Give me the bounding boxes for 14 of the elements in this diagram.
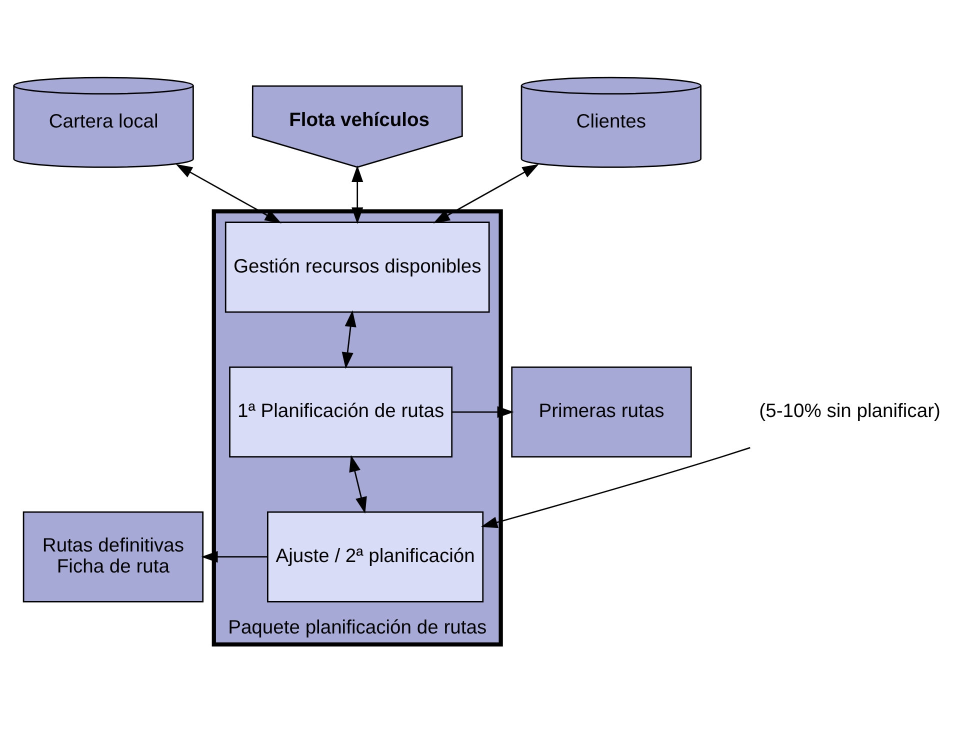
node-box: Gestión recursos disponibles xyxy=(224,222,490,313)
arrow xyxy=(433,164,539,224)
node-box: Primeras rutas xyxy=(511,366,692,458)
node-box: 1ª Planificación de rutas xyxy=(229,366,453,458)
arrow xyxy=(452,406,514,418)
arrow xyxy=(342,310,356,369)
arrow xyxy=(176,164,282,224)
arrow xyxy=(480,447,750,528)
node-box: Rutas definitivas Ficha de ruta xyxy=(22,511,204,602)
node-box: Ajuste / 2ª planificación xyxy=(267,511,484,602)
arrow xyxy=(201,551,268,563)
arrow xyxy=(349,455,367,514)
arrow xyxy=(352,165,364,224)
node-text: (5-10% sin planificar) xyxy=(759,401,940,422)
